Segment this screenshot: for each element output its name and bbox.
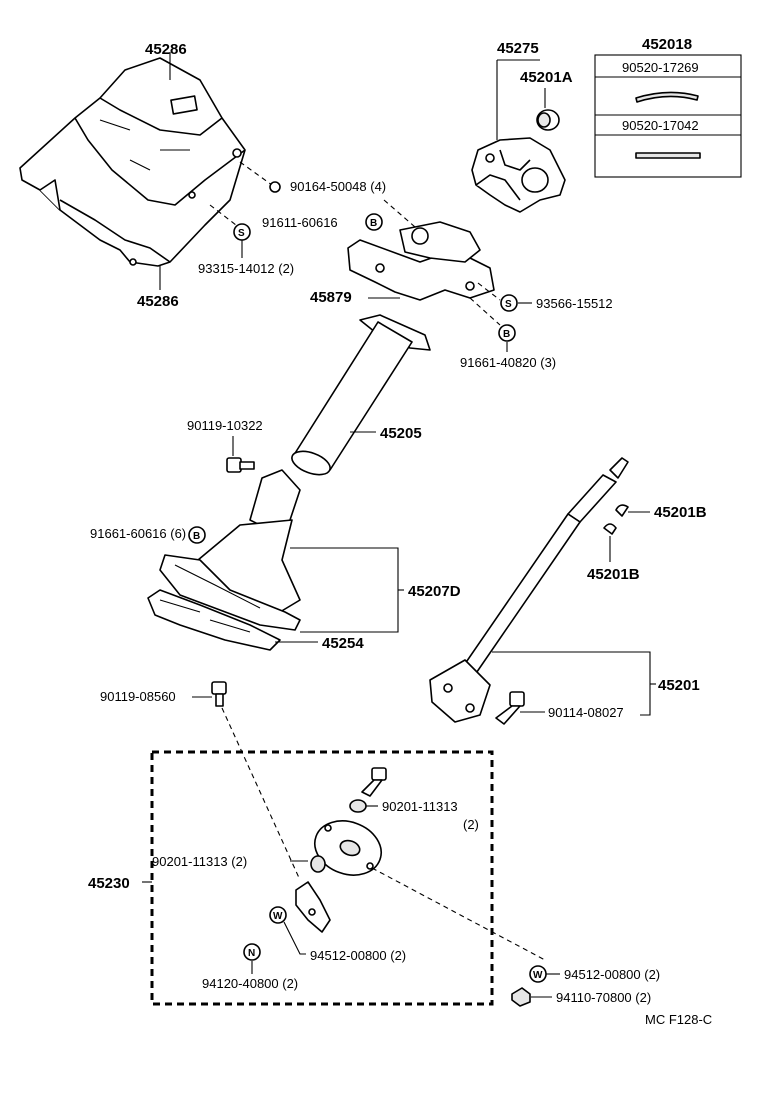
- svg-text:W: W: [533, 970, 543, 981]
- bolt-icon: [226, 457, 255, 473]
- bolt-b-icon: B: [365, 213, 383, 231]
- nut-icon: [511, 987, 531, 1007]
- label-joint-assy: 45230: [88, 875, 130, 892]
- svg-text:S: S: [238, 228, 245, 239]
- boot-part: [159, 469, 301, 631]
- label-cover-upper: 45286: [145, 41, 187, 58]
- label-cover-lower: 45286: [137, 293, 179, 310]
- label-bracket: 45879: [310, 289, 352, 306]
- svg-text:B: B: [193, 531, 200, 542]
- bolt-icon: [361, 767, 387, 797]
- label-spacer-set: 452018: [642, 36, 692, 53]
- label-screw-s-cover: 93315-14012 (2): [198, 261, 294, 276]
- bolt-icon: [211, 681, 227, 707]
- screw-icon: [269, 181, 281, 193]
- clip-icon: [603, 523, 617, 535]
- column-tube-part: [291, 321, 413, 476]
- label-washer-right: 94512-00800 (2): [564, 967, 660, 982]
- label-clip-mid: 90201-11313 (2): [152, 854, 247, 869]
- label-bolt-tube: 90119-10322: [187, 418, 263, 433]
- label-spacer-b: 90520-17042: [622, 118, 699, 133]
- yoke-part: [295, 881, 331, 933]
- label-nut-right: 94110-70800 (2): [556, 990, 651, 1005]
- bolt-b-icon: B: [188, 526, 206, 544]
- figure-code: MC F128-C: [645, 1012, 712, 1027]
- label-screw-cover: 90164-50048 (4): [290, 179, 386, 194]
- label-screw-s-bracket: 93566-15512: [536, 296, 613, 311]
- washer-w-icon: W: [529, 965, 547, 983]
- label-bolt-bracket: 91661-40820 (3): [460, 355, 556, 370]
- label-shaft-clip-r: 45201B: [654, 504, 707, 521]
- label-nut-mid: 94120-40800 (2): [202, 976, 298, 991]
- clip-icon: [310, 855, 326, 873]
- label-lock-cyl: 45275: [497, 40, 539, 57]
- svg-text:N: N: [248, 948, 255, 959]
- label-bolt-boot: 91661-60616 (6): [90, 526, 186, 541]
- main-shaft-part: [429, 457, 629, 723]
- label-column-tube: 45205: [380, 425, 422, 442]
- column-bracket-part: [347, 221, 495, 351]
- label-spacer-a: 90520-17269: [622, 60, 699, 75]
- screw-s-icon: S: [500, 294, 518, 312]
- label-shaft-clip-l: 45201B: [587, 566, 640, 583]
- svg-text:W: W: [273, 911, 283, 922]
- svg-text:S: S: [505, 299, 512, 310]
- label-plate: 45254: [322, 635, 364, 652]
- label-lock-cyl-sub: 45201A: [520, 69, 573, 86]
- label-boot: 45207D: [408, 583, 461, 600]
- screw-s-icon: S: [233, 223, 251, 241]
- coupling-disc-part: [314, 820, 382, 876]
- clip-icon: [615, 504, 629, 517]
- svg-text:B: B: [370, 218, 377, 229]
- nut-n-icon: N: [243, 943, 261, 961]
- label-clip-upper-qty: (2): [463, 817, 479, 832]
- label-washer-mid: 94512-00800 (2): [310, 948, 406, 963]
- label-bolt-shaft: 90114-08027: [548, 705, 624, 720]
- clip-icon: [349, 799, 367, 813]
- bolt-icon: [495, 691, 525, 725]
- lock-cylinder-part: [471, 137, 566, 213]
- lock-spacer-part: [536, 109, 560, 131]
- washer-w-icon: W: [269, 906, 287, 924]
- column-cover: [19, 57, 246, 267]
- svg-text:B: B: [503, 329, 510, 340]
- label-clip-upper: 90201-11313: [382, 799, 458, 814]
- label-bolt-joint: 90119-08560: [100, 689, 176, 704]
- label-main-shaft: 45201: [658, 677, 700, 694]
- bolt-b-icon: B: [498, 324, 516, 342]
- joint-assy-box: [150, 750, 494, 1006]
- label-bolt-cover: 91611-60616: [262, 215, 338, 230]
- plate-part: [147, 589, 281, 651]
- spacer-set-box: [594, 54, 742, 178]
